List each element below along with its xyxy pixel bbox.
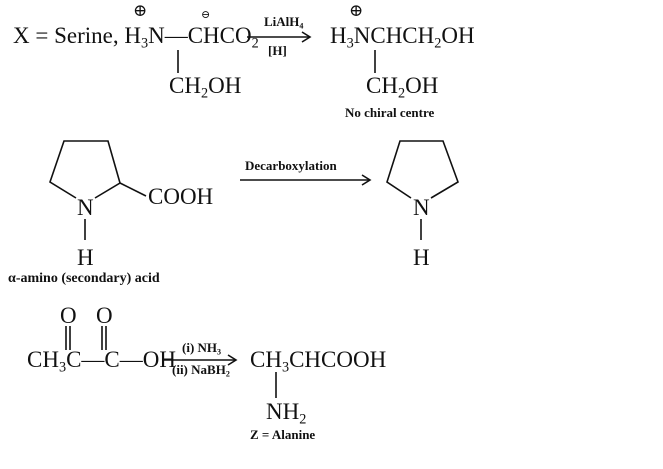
atom: CH [27, 347, 59, 372]
product-formula: H3NCHCH2OH [330, 23, 475, 50]
atom: CHCOOH [289, 347, 387, 372]
subscript: 2 [434, 35, 442, 52]
proline-h: H [77, 245, 94, 270]
reagent: (ii) NaBH [172, 362, 226, 377]
pyrrolidine-h: H [413, 245, 430, 270]
atom: CH [366, 73, 398, 98]
reagent-decarboxylation: Decarboxylation [245, 158, 337, 173]
product-branch: CH2OH [366, 73, 439, 100]
carbonyl-double-bond-1 [65, 326, 71, 350]
note: No chiral centre [345, 105, 435, 120]
proline-cooh-bond [119, 182, 147, 197]
oxygen-2: O [96, 303, 113, 328]
pyrrolidine-ring [386, 140, 459, 199]
atom: H [124, 23, 141, 48]
pyrrolidine-n: N [413, 195, 430, 220]
atom: OH [208, 73, 242, 98]
reaction-arrow-1 [247, 31, 312, 43]
subscript: 3 [346, 35, 354, 52]
atom: CH [250, 347, 282, 372]
reagent: LiAlH [264, 14, 300, 29]
pyruvic-acid-formula: CH3C—C—OH [27, 347, 176, 374]
reagent: (i) NH [182, 340, 218, 355]
atom: CH [169, 73, 201, 98]
atom: H [330, 23, 347, 48]
alanine-branch: NH2 [266, 399, 306, 426]
atom: NCHCH [353, 23, 435, 48]
subscript: 2 [299, 411, 307, 428]
minus-charge: ⊖ [201, 9, 211, 21]
subscript: 2 [397, 85, 406, 102]
atom: C—C—OH [66, 347, 176, 372]
reagent-h: [H] [268, 43, 287, 58]
atom: OH [441, 23, 475, 48]
atom: N—CHCO [148, 23, 252, 48]
reagent-nabh2: (ii) NaBH2 [172, 362, 230, 379]
proline-n: N [77, 195, 94, 220]
plus-charge: ⊕ [349, 1, 364, 20]
proline-ring [49, 140, 121, 199]
subscript: 4 [299, 21, 304, 31]
oxygen-1: O [60, 303, 77, 328]
atom: NH [266, 399, 300, 424]
subscript: 2 [200, 85, 209, 102]
serine-branch: CH2OH [169, 73, 242, 100]
reagent-nh3: (i) NH3 [182, 340, 222, 357]
proline-cooh: COOH [148, 184, 214, 209]
carbonyl-double-bond-2 [101, 326, 107, 350]
subscript: 2 [225, 369, 230, 379]
subscript: 2 [251, 35, 259, 52]
alanine-formula: CH3CHCOOH [250, 347, 387, 374]
atom: OH [405, 73, 439, 98]
subscript: 3 [217, 347, 222, 357]
prefix: X = Serine, [13, 23, 125, 48]
reaction-arrow-2 [240, 174, 372, 186]
reagent-lialh4: LiAlH4 [264, 14, 304, 31]
subscript: 3 [140, 35, 149, 52]
serine-formula: X = Serine, H3N—CHCO2 [13, 23, 259, 50]
alanine-label: Z = Alanine [250, 427, 316, 442]
proline-label: α-amino (secondary) acid [8, 271, 160, 286]
subscript: 3 [58, 359, 67, 376]
reaction-arrow-3 [162, 354, 238, 366]
plus-charge: ⊕ [133, 1, 148, 20]
subscript: 3 [281, 359, 290, 376]
